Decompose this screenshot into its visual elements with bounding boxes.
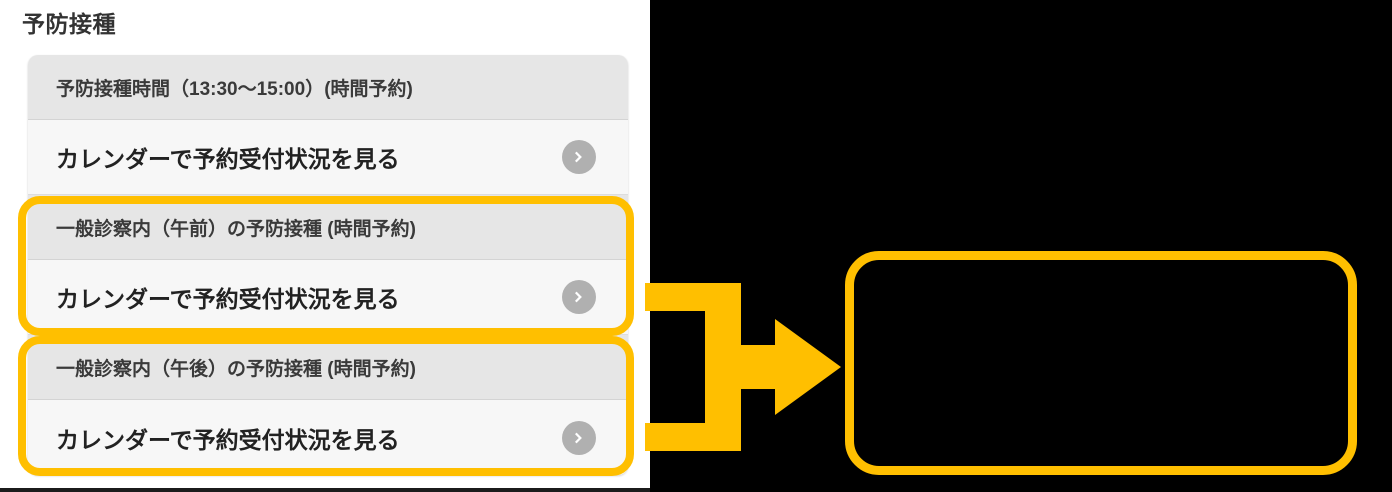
calendar-link-label: カレンダーで予約受付状況を見る <box>56 146 400 172</box>
calendar-link-am-label: カレンダーで予約受付状況を見る <box>56 286 400 312</box>
calendar-link-row-am[interactable]: カレンダーで予約受付状況を見る <box>28 260 628 335</box>
bracket-arrow-icon <box>645 283 841 451</box>
vaccination-schedule-list: 予防接種時間（13:30〜15:00）(時間予約) カレンダーで予約受付状況を見… <box>28 55 628 475</box>
list-section-header-am: 一般診察内（午前）の予防接種 (時間予約) <box>28 195 628 260</box>
page-title: 予防接種 <box>22 11 116 37</box>
calendar-link-pm-label: カレンダーで予約受付状況を見る <box>56 426 400 453</box>
detail-callout-outline <box>845 251 1357 475</box>
list-section-header-label: 予防接種時間（13:30〜15:00）(時間予約) <box>56 78 413 100</box>
chevron-right-icon[interactable] <box>562 280 596 314</box>
list-section-header-pm: 一般診察内（午後）の予防接種 (時間予約) <box>28 335 628 400</box>
list-section-header: 予防接種時間（13:30〜15:00）(時間予約) <box>28 55 628 120</box>
calendar-link-row[interactable]: カレンダーで予約受付状況を見る <box>28 120 628 195</box>
panel-bottom-rule <box>0 488 650 492</box>
calendar-link-row-pm[interactable]: カレンダーで予約受付状況を見る <box>28 400 628 475</box>
list-section-header-am-label: 一般診察内（午前）の予防接種 (時間予約) <box>56 218 416 240</box>
chevron-right-icon[interactable] <box>562 140 596 174</box>
list-section-header-pm-label: 一般診察内（午後）の予防接種 (時間予約) <box>56 358 416 380</box>
reservation-panel: 予防接種 予防接種時間（13:30〜15:00）(時間予約) カレンダーで予約受… <box>0 0 650 488</box>
chevron-right-icon[interactable] <box>562 420 596 455</box>
